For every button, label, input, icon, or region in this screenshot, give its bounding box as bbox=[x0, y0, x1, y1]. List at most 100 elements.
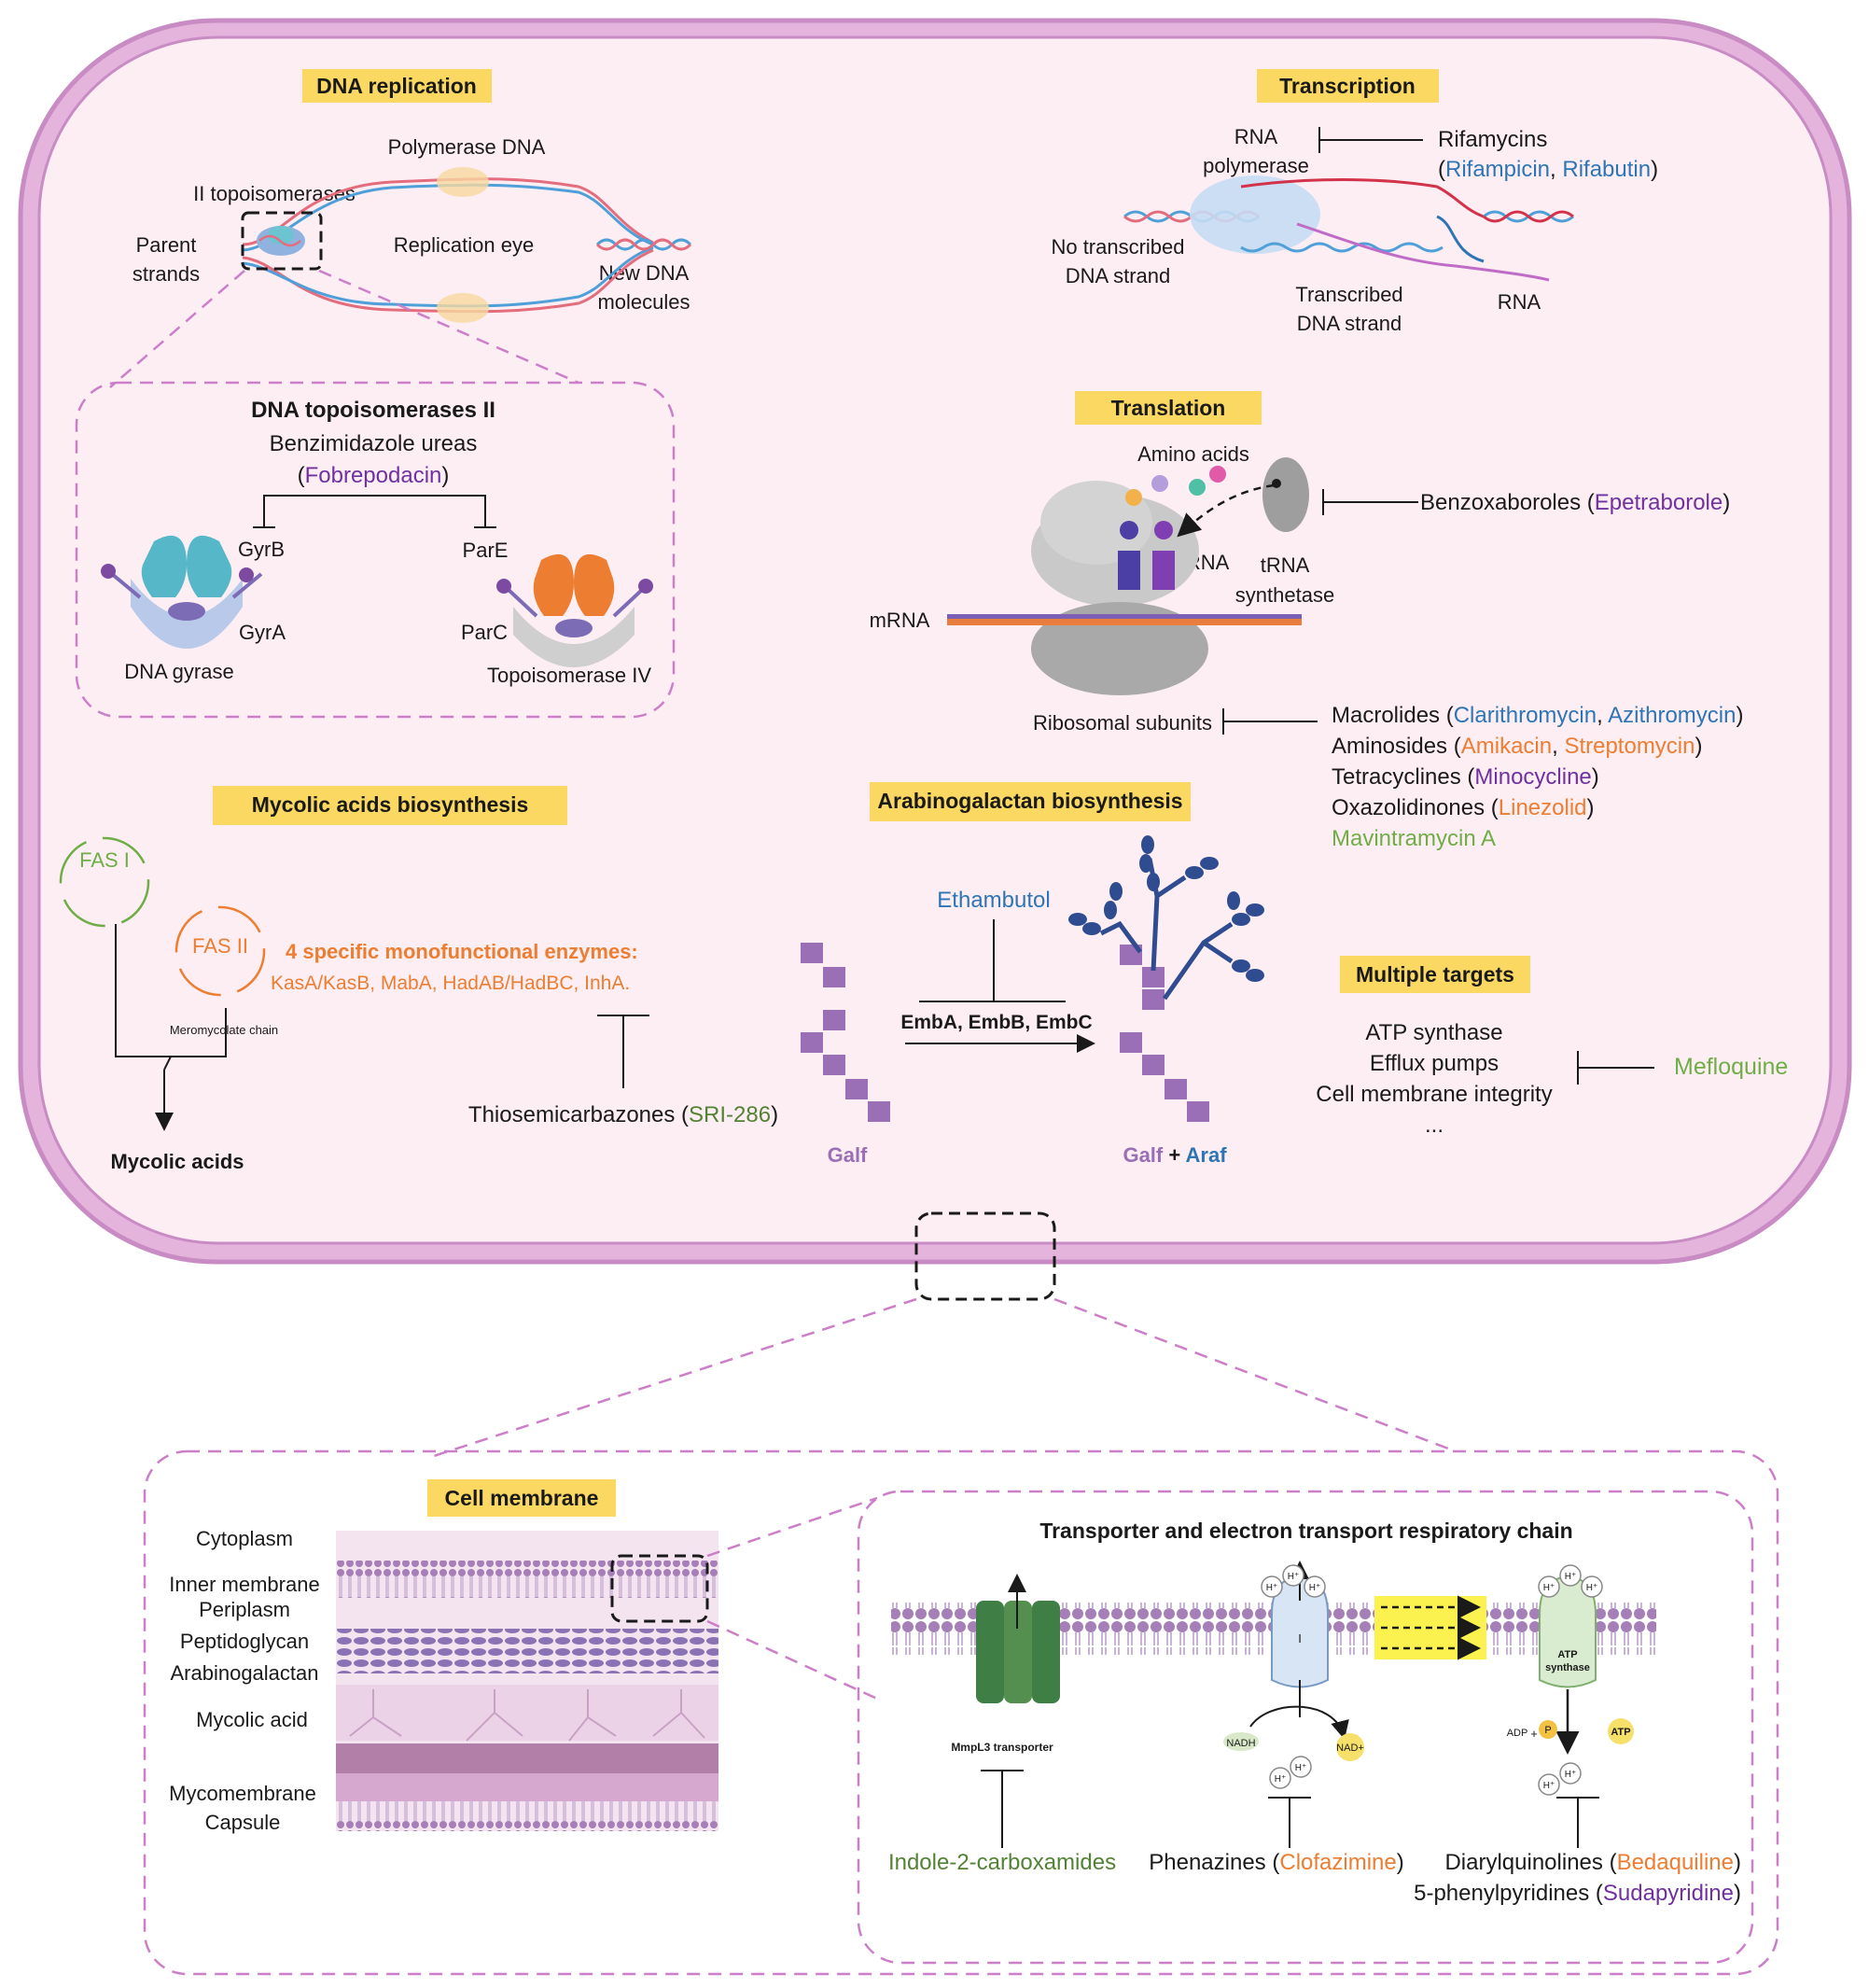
topo-iv-label: Topoisomerase IV bbox=[487, 664, 651, 687]
transporter-content: Transporter and electron transport respi… bbox=[888, 1519, 1741, 1906]
inner-membrane-zoom-box bbox=[610, 1554, 709, 1623]
mycolic-title: Mycolic acids biosynthesis bbox=[252, 792, 529, 817]
integrity-target: Cell membrane integrity bbox=[1316, 1082, 1552, 1107]
complex-i: I NADH NAD+ bbox=[1223, 1561, 1364, 1761]
h-atp-top-1: H⁺ bbox=[1543, 1583, 1555, 1593]
rifampicin-line: (Rifampicin, Rifabutin) bbox=[1438, 157, 1658, 182]
membrane-zoom-box bbox=[914, 1211, 1056, 1301]
ribosome-illustration bbox=[947, 457, 1309, 695]
mycolic-layer-label: Mycolic acid bbox=[196, 1708, 308, 1731]
oxazolidinones-line: Oxazolidinones (Linezolid) bbox=[1332, 795, 1595, 820]
cell-membrane-panel: Cell membrane Cytoplasm Inner membrane P… bbox=[169, 1479, 878, 1834]
no-transcribed-label-2: DNA strand bbox=[1066, 264, 1171, 287]
gyrase-label: DNA gyrase bbox=[124, 660, 233, 683]
nadh-label: NADH bbox=[1226, 1738, 1255, 1749]
indole-label: Indole-2-carboxamides bbox=[888, 1850, 1116, 1875]
peptidoglycan-label: Peptidoglycan bbox=[180, 1630, 309, 1653]
h-c1-top-3: H⁺ bbox=[1309, 1583, 1321, 1593]
h-atp-top-3: H⁺ bbox=[1586, 1583, 1598, 1593]
emb-label: EmbA, EmbB, EmbC bbox=[900, 1012, 1092, 1033]
inner-membrane-label: Inner membrane bbox=[169, 1573, 319, 1596]
translation-title: Translation bbox=[1111, 396, 1226, 420]
amino-acids-label: Amino acids bbox=[1137, 442, 1249, 466]
macrolides-line: Macrolides (Clarithromycin, Azithromycin… bbox=[1332, 703, 1743, 728]
mycolic-header bbox=[213, 786, 567, 825]
rna-polymerase-label: RNA bbox=[1234, 125, 1278, 148]
cytoplasm-label: Cytoplasm bbox=[196, 1527, 293, 1550]
mmpl3-transporter bbox=[976, 1574, 1060, 1703]
multiple-targets-panel: Multiple targets ATP synthase Efflux pum… bbox=[1316, 956, 1788, 1138]
fas2-label: FAS II bbox=[192, 934, 248, 958]
h-atp-top-2: H⁺ bbox=[1565, 1572, 1577, 1582]
no-transcribed-label: No transcribed bbox=[1051, 235, 1184, 259]
membrane-cross-section bbox=[336, 1531, 718, 1831]
mefloquine-label: Mefloquine bbox=[1674, 1054, 1788, 1080]
tetracyclines-line: Tetracyclines (Minocycline) bbox=[1332, 764, 1599, 790]
arabinogalactan-panel: Arabinogalactan biosynthesis Ethambutol … bbox=[801, 782, 1264, 1167]
h-c1-top-2: H⁺ bbox=[1288, 1572, 1300, 1582]
topoisomerase-iv-illustration bbox=[496, 553, 653, 667]
phenazines-line: Phenazines (Clofazimine) bbox=[1149, 1850, 1404, 1875]
replication-eye-label: Replication eye bbox=[394, 233, 534, 257]
translation-header bbox=[1075, 391, 1262, 425]
transporter-title: Transporter and electron transport respi… bbox=[1039, 1519, 1572, 1543]
mycolic-acids-label: Mycolic acids bbox=[110, 1150, 244, 1173]
mrna-label: mRNA bbox=[870, 609, 930, 632]
efflux-target: Efflux pumps bbox=[1370, 1051, 1499, 1076]
transcribed-label-2: DNA strand bbox=[1297, 312, 1402, 335]
galf-label: Galf bbox=[828, 1143, 868, 1167]
parent-strands-label-2: strands bbox=[133, 262, 200, 286]
mavintramycin-line: Mavintramycin A bbox=[1332, 826, 1496, 851]
ethambutol-label: Ethambutol bbox=[937, 888, 1050, 913]
mmpl3-label: MmpL3 transporter bbox=[951, 1741, 1053, 1754]
phenylpyridines-line: 5-phenylpyridines (Sudapyridine) bbox=[1414, 1881, 1741, 1906]
dna-replication-panel: DNA replication Polymerase DNA II topois… bbox=[75, 69, 692, 719]
fas1-label: FAS I bbox=[79, 848, 130, 872]
gyra-label: GyrA bbox=[239, 621, 286, 644]
polymerase-label: Polymerase DNA bbox=[388, 135, 546, 159]
dna-replication-title: DNA replication bbox=[316, 74, 477, 98]
multiple-targets-header bbox=[1340, 956, 1530, 993]
diarylquinolines-line: Diarylquinolines (Bedaquiline) bbox=[1444, 1850, 1741, 1875]
pare-label: ParE bbox=[463, 539, 509, 562]
topoisomerase-zoom-box bbox=[241, 211, 323, 271]
dna-replication-header bbox=[302, 69, 492, 103]
benzoxaboroles-line: Benzoxaboroles (Epetraborole) bbox=[1420, 490, 1730, 515]
mycolic-panel: Mycolic acids biosynthesis FAS I FAS II … bbox=[59, 786, 778, 1173]
topoisomerase-label: II topoisomerases bbox=[193, 182, 356, 205]
enzymes-line-2: KasA/KasB, MabA, HadAB/HadBC, InhA. bbox=[271, 973, 630, 994]
multiple-targets-title: Multiple targets bbox=[1356, 962, 1514, 987]
galf-chain bbox=[801, 943, 890, 1122]
nad-label: NAD+ bbox=[1336, 1743, 1364, 1754]
atp-synthase-label: ATP bbox=[1557, 1649, 1577, 1660]
topoisomerases-title: DNA topoisomerases II bbox=[251, 398, 495, 423]
atp-synthase-label-2: synthase bbox=[1545, 1662, 1590, 1673]
fobrepodacin-line: (Fobrepodacin) bbox=[298, 463, 450, 488]
atp-label: ATP bbox=[1611, 1727, 1630, 1738]
rna-label: RNA bbox=[1498, 290, 1541, 314]
replication-fork-illustration bbox=[241, 167, 692, 323]
adp-label: ADP bbox=[1507, 1728, 1528, 1739]
gyrb-label: GyrB bbox=[238, 538, 285, 561]
arabinogalactan-layer-label: Arabinogalactan bbox=[170, 1661, 318, 1685]
h-c1-bottom-1: H⁺ bbox=[1275, 1774, 1287, 1785]
thiosemicarbazones-line: Thiosemicarbazones (SRI-286) bbox=[468, 1102, 778, 1127]
parent-strands-label: Parent bbox=[136, 233, 197, 257]
arabinogalactan-title: Arabinogalactan biosynthesis bbox=[877, 789, 1182, 813]
benzimidazole-label: Benzimidazole ureas bbox=[270, 431, 478, 456]
galf-araf-label: Galf + Araf bbox=[1123, 1143, 1227, 1167]
topoisomerases-zoom-panel bbox=[75, 381, 676, 719]
transcription-illustration bbox=[1123, 175, 1574, 282]
translation-panel: Translation Amino acids tRNA tRNA synthe… bbox=[870, 391, 1743, 851]
parc-label: ParC bbox=[461, 621, 508, 644]
mycomembrane-label: Mycomembrane bbox=[169, 1782, 316, 1805]
enzymes-line-1: 4 specific monofunctional enzymes: bbox=[286, 940, 638, 963]
atp-synthase-target: ATP synthase bbox=[1365, 1020, 1502, 1045]
complex-i-label: I bbox=[1298, 1631, 1302, 1645]
aminosides-line: Aminosides (Amikacin, Streptomycin) bbox=[1332, 734, 1703, 759]
membrane-outer-panel bbox=[143, 1449, 1779, 1976]
ribosomal-label: Ribosomal subunits bbox=[1033, 711, 1212, 735]
transcription-header bbox=[1257, 69, 1439, 103]
galf-araf-chain bbox=[1068, 835, 1264, 1122]
